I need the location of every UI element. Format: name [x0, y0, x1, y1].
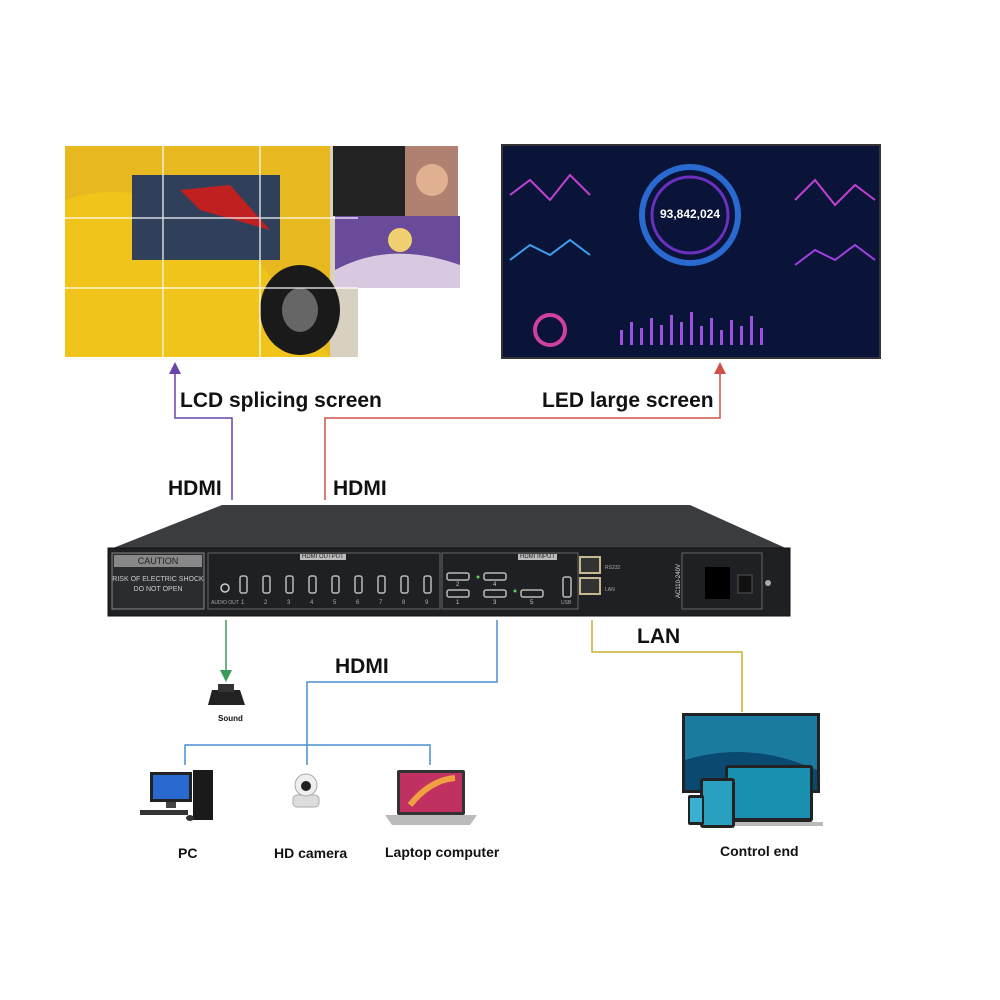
caution-line-1: RISK OF ELECTRIC SHOCK: [112, 576, 204, 583]
audio-out-label: AUDIO OUT: [211, 600, 239, 606]
input-port-5: 5: [530, 600, 534, 606]
hdmi-input-line: [306, 620, 498, 745]
input-port-1: 1: [456, 600, 460, 606]
caution-title: CAUTION: [137, 556, 179, 566]
lan-connection-line: [591, 620, 743, 712]
input-port-3: 3: [493, 600, 497, 606]
hdmi-output-label: HDMI OUTPUT: [300, 554, 346, 560]
control-end-devices-icon: [682, 713, 823, 828]
led-connection-line: [324, 362, 726, 500]
sound-label: Sound: [218, 714, 243, 723]
led-screen-label: LED large screen: [542, 389, 714, 412]
hd-camera-label: HD camera: [274, 845, 348, 861]
laptop-label: Laptop computer: [385, 844, 500, 860]
hd-camera-icon: [292, 773, 320, 808]
hdmi-right-label: HDMI: [333, 477, 387, 500]
speaker-icon: [208, 684, 245, 705]
lcd-screen-label: LCD splicing screen: [180, 389, 382, 412]
input-port-2: 2: [456, 582, 460, 588]
rs232-label: RS232: [605, 565, 621, 571]
input-port-4: 4: [493, 582, 497, 588]
lan-label: LAN: [637, 625, 681, 648]
pc-icon: [140, 770, 213, 821]
pc-label: PC: [178, 845, 198, 861]
hdmi-left-label: HDMI: [168, 477, 222, 500]
hdmi-input-label: HDMI: [335, 655, 389, 678]
led-dashboard-number: 93,842,024: [659, 207, 721, 221]
hdmi-input-panel-label: HDMI INPUT: [518, 554, 557, 560]
usb-label: USB: [561, 600, 572, 606]
laptop-icon: [385, 770, 477, 825]
caution-warning-text: RISK OF ELECTRIC SHOCK DO NOT OPEN: [110, 576, 206, 593]
control-end-label: Control end: [720, 843, 799, 859]
lcd-connection-line: [169, 362, 233, 500]
caution-line-2: DO NOT OPEN: [133, 586, 183, 593]
lan-port-label: LAN: [605, 587, 615, 593]
